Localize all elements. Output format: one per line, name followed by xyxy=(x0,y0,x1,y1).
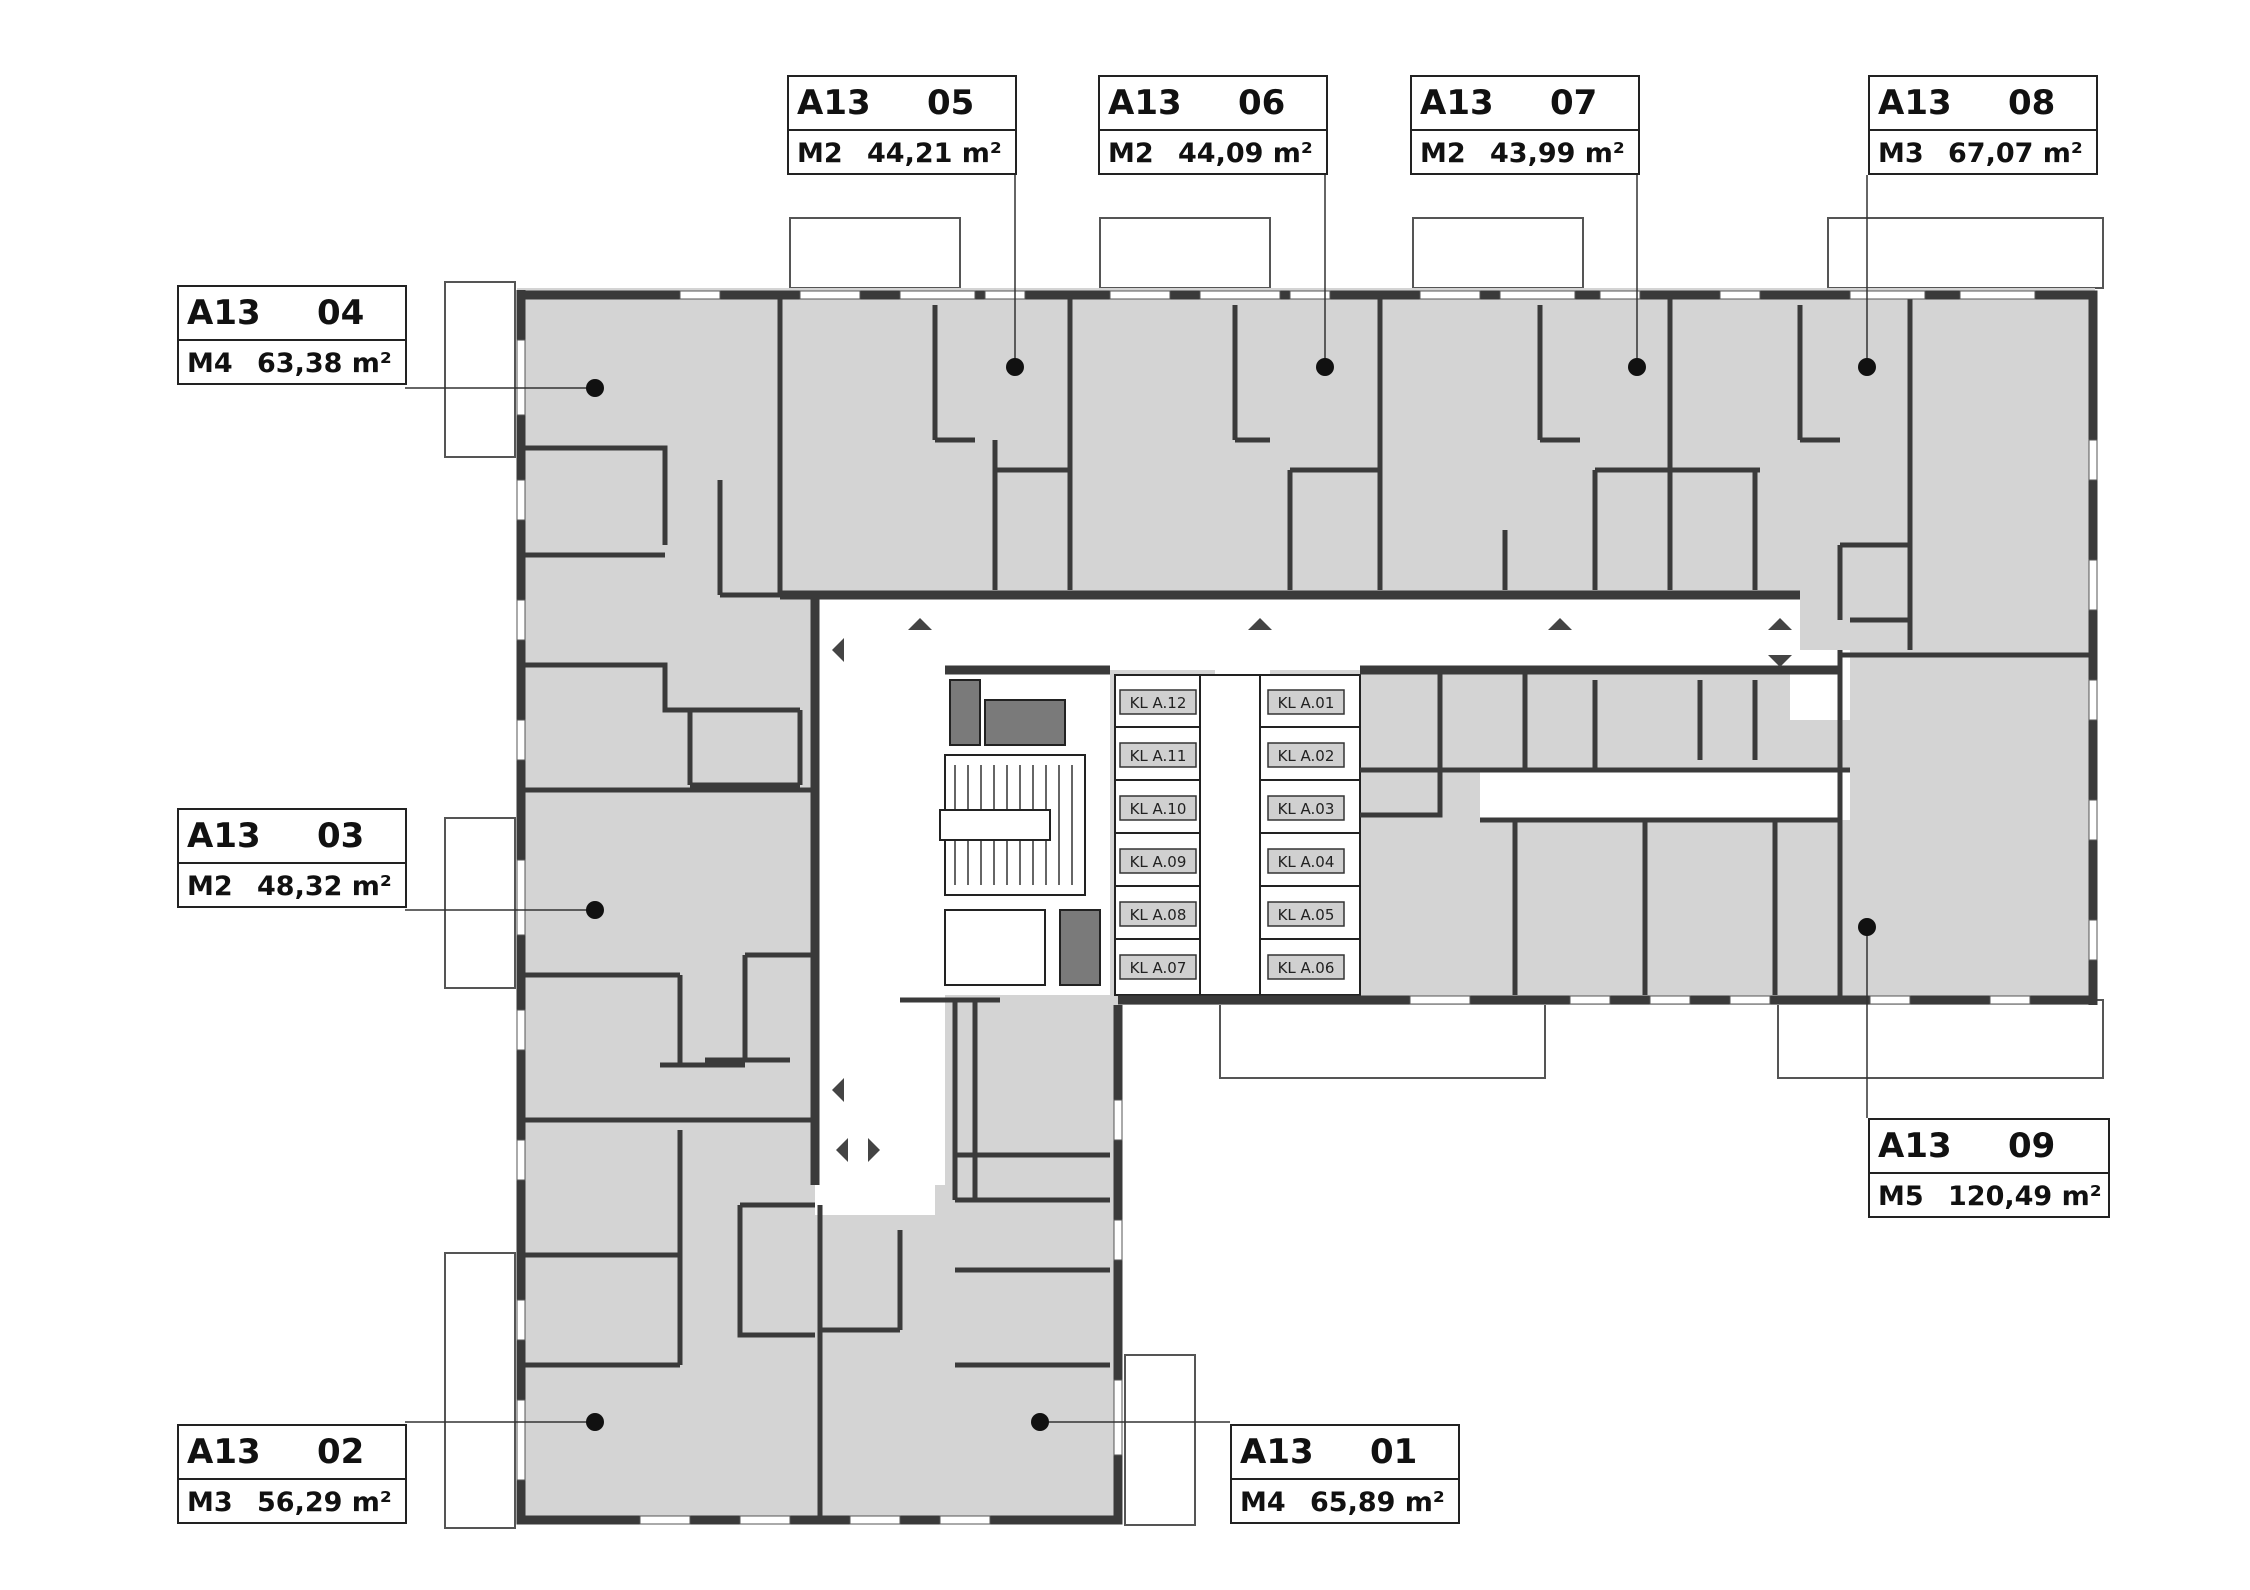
unit-number: 01 xyxy=(1370,1432,1418,1472)
unit-area: 56,29 m² xyxy=(257,1486,392,1518)
storage-unit-box-right-2 xyxy=(1267,795,1345,821)
storage-unit-box-left-3 xyxy=(1119,848,1197,874)
unit-label-04: A13 04 M4 63,38 m² xyxy=(177,285,407,385)
unit-label-08: A13 08 M3 67,07 m² xyxy=(1868,75,2098,175)
unit-area: 43,99 m² xyxy=(1490,137,1625,169)
unit-type: M5 xyxy=(1878,1180,1924,1212)
unit-number: 05 xyxy=(927,83,975,123)
storage-unit-label: KL A.01 xyxy=(1278,694,1335,712)
unit-area: 48,32 m² xyxy=(257,870,392,902)
unit-building: A13 xyxy=(1240,1432,1314,1472)
storage-unit-box-right-3 xyxy=(1267,848,1345,874)
storage-unit-label: KL A.11 xyxy=(1130,747,1187,765)
unit-area: 63,38 m² xyxy=(257,347,392,379)
unit-number: 06 xyxy=(1238,83,1286,123)
unit-area: 44,09 m² xyxy=(1178,137,1313,169)
interior-walls xyxy=(521,295,2093,1520)
storage-unit-box-left-2 xyxy=(1119,795,1197,821)
unit-type: M4 xyxy=(1240,1486,1286,1518)
elevator-shafts xyxy=(944,679,1101,986)
storage-area xyxy=(1114,674,1361,996)
unit-building: A13 xyxy=(1108,83,1182,123)
unit-type: M2 xyxy=(797,137,843,169)
unit-number: 09 xyxy=(2008,1126,2056,1166)
unit-number: 02 xyxy=(317,1432,365,1472)
unit-label-03: A13 03 M2 48,32 m² xyxy=(177,808,407,908)
storage-unit-label: KL A.08 xyxy=(1130,906,1187,924)
storage-unit-label: KL A.05 xyxy=(1278,906,1335,924)
windows xyxy=(516,290,2098,1525)
unit-label-06: A13 06 M2 44,09 m² xyxy=(1098,75,1328,175)
unit-label-05: A13 05 M2 44,21 m² xyxy=(787,75,1017,175)
storage-unit-box-left-1 xyxy=(1119,742,1197,768)
unit-number: 03 xyxy=(317,816,365,856)
unit-building: A13 xyxy=(1878,83,1952,123)
unit-type: M2 xyxy=(1420,137,1466,169)
unit-type: M2 xyxy=(1108,137,1154,169)
storage-unit-box-right-0 xyxy=(1267,689,1345,715)
storage-unit-label: KL A.10 xyxy=(1130,800,1187,818)
storage-unit-label: KL A.03 xyxy=(1278,800,1335,818)
unit-label-02: A13 02 M3 56,29 m² xyxy=(177,1424,407,1524)
unit-label-01: A13 01 M4 65,89 m² xyxy=(1230,1424,1460,1524)
unit-building: A13 xyxy=(187,816,261,856)
unit-area: 65,89 m² xyxy=(1310,1486,1445,1518)
unit-type: M3 xyxy=(1878,137,1924,169)
unit-number: 08 xyxy=(2008,83,2056,123)
storage-unit-box-right-1 xyxy=(1267,742,1345,768)
unit-building: A13 xyxy=(187,293,261,333)
storage-unit-box-left-0 xyxy=(1119,689,1197,715)
unit-number: 04 xyxy=(317,293,365,333)
storage-unit-label: KL A.07 xyxy=(1130,959,1187,977)
unit-type: M3 xyxy=(187,1486,233,1518)
storage-unit-label: KL A.02 xyxy=(1278,747,1335,765)
storage-unit-box-left-4 xyxy=(1119,901,1197,927)
storage-unit-box-right-4 xyxy=(1267,901,1345,927)
unit-area: 67,07 m² xyxy=(1948,137,2083,169)
direction-arrows xyxy=(832,618,1792,1162)
storage-unit-box-left-5 xyxy=(1119,954,1197,980)
storage-dividers xyxy=(1115,675,1360,995)
unit-type: M2 xyxy=(187,870,233,902)
unit-label-09: A13 09 M5 120,49 m² xyxy=(1868,1118,2110,1218)
storage-unit-label: KL A.06 xyxy=(1278,959,1335,977)
unit-building: A13 xyxy=(1878,1126,1952,1166)
unit-number: 07 xyxy=(1550,83,1598,123)
unit-building: A13 xyxy=(797,83,871,123)
storage-unit-box-right-5 xyxy=(1267,954,1345,980)
storage-labels: KL A.12 KL A.11 KL A.10 KL A.09 KL A.08 KL A.… xyxy=(1119,689,1345,980)
unit-label-07: A13 07 M2 43,99 m² xyxy=(1410,75,1640,175)
unit-area: 120,49 m² xyxy=(1948,1180,2102,1212)
storage-unit-label: KL A.09 xyxy=(1130,853,1187,871)
storage-unit-label: KL A.04 xyxy=(1278,853,1335,871)
leader-lines xyxy=(405,175,1868,1423)
unit-building: A13 xyxy=(1420,83,1494,123)
unit-area: 44,21 m² xyxy=(867,137,1002,169)
storage-unit-label: KL A.12 xyxy=(1130,694,1187,712)
unit-type: M4 xyxy=(187,347,233,379)
stair-core xyxy=(939,754,1086,896)
unit-building: A13 xyxy=(187,1432,261,1472)
unit-markers xyxy=(586,358,1876,1431)
